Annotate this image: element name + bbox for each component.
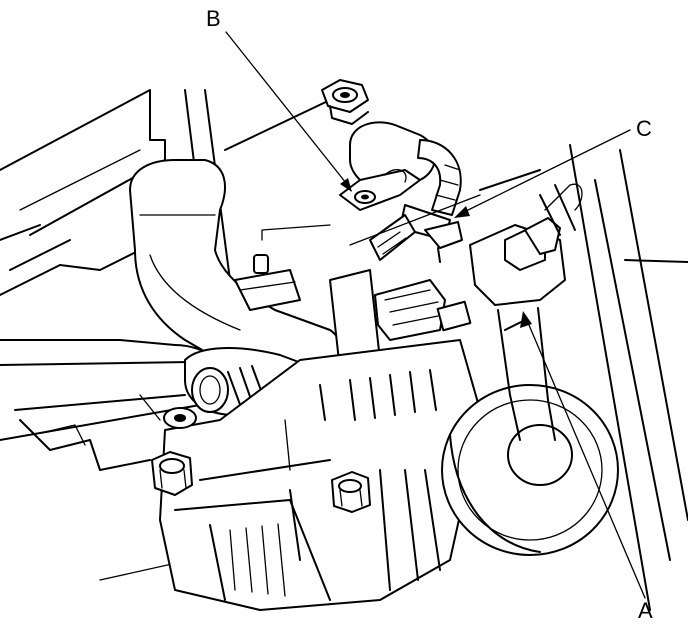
coolant-hose — [129, 159, 343, 383]
leader-line-a — [525, 317, 646, 599]
callout-label-a: A — [638, 598, 653, 623]
arrowhead-c — [454, 206, 470, 218]
arrowhead-a — [520, 311, 532, 328]
sensor-a — [469, 183, 583, 441]
sensor-bracket-b — [339, 121, 436, 211]
leader-line-b — [225, 31, 351, 189]
callout-label-c: C — [636, 116, 652, 141]
alternator-pulley — [441, 384, 619, 556]
callout-label-b: B — [206, 6, 221, 31]
connector-c — [424, 221, 463, 263]
leader-line-c — [459, 129, 631, 215]
alternator-bolts — [151, 407, 371, 513]
mounting-nut — [321, 79, 369, 125]
thermostat-housing — [234, 224, 331, 311]
alternator-connector — [329, 269, 472, 371]
frame-lines — [0, 89, 688, 611]
arrowhead-b — [340, 178, 352, 192]
leader-lines — [225, 31, 646, 599]
